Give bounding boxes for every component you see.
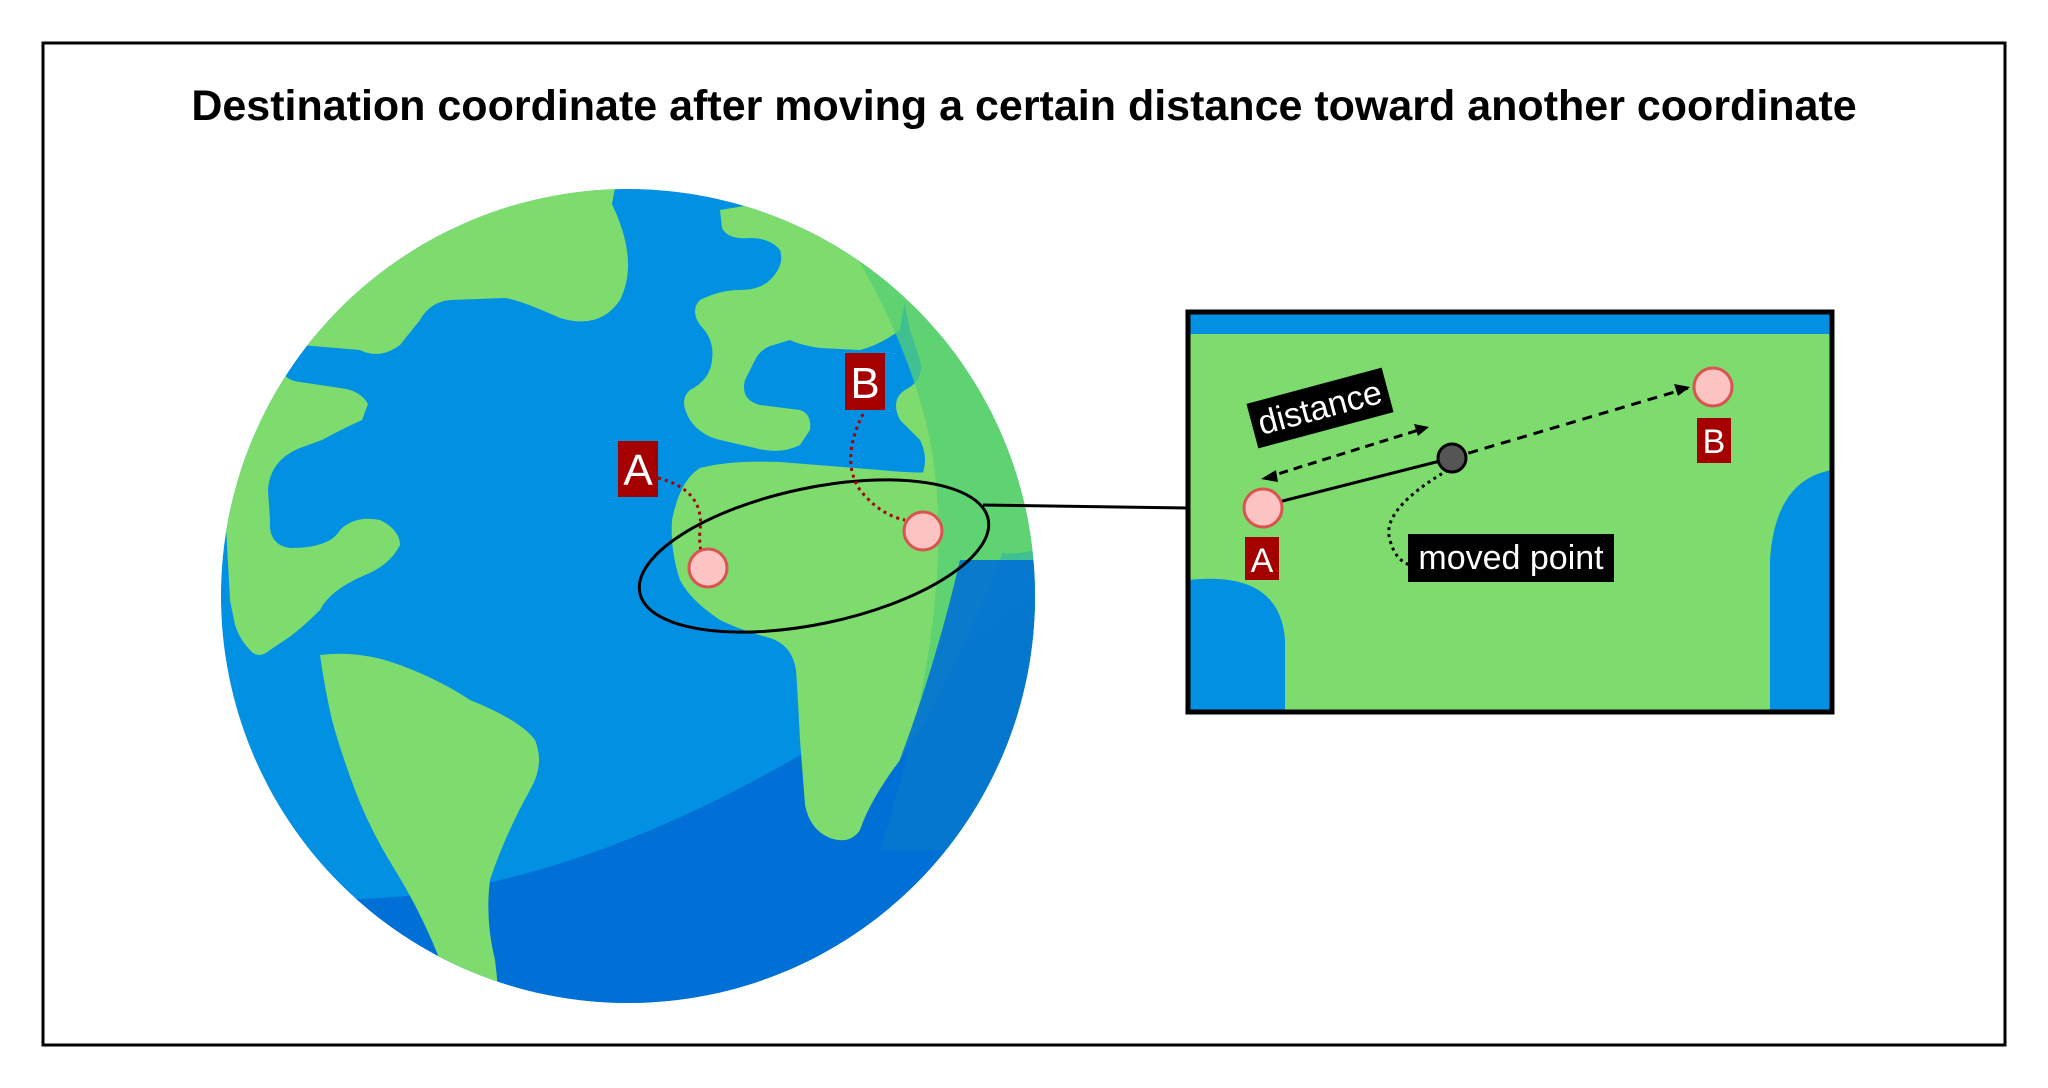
land-africa bbox=[671, 461, 1005, 841]
distance-arrowhead-left bbox=[1261, 470, 1278, 482]
land-south-america bbox=[320, 653, 539, 1003]
inset-point-a bbox=[1242, 487, 1284, 529]
diagram-title: Destination coordinate after moving a ce… bbox=[191, 82, 1856, 130]
moved-point-tag-text: moved point bbox=[1418, 539, 1604, 577]
inset-tag-a: A bbox=[1245, 537, 1279, 580]
leader-b bbox=[849, 413, 906, 522]
land-greenland bbox=[468, 189, 620, 262]
globe-point-a bbox=[687, 547, 729, 589]
distance-arrow bbox=[1264, 426, 1426, 480]
inset-ocean-right bbox=[1770, 470, 1832, 712]
path-a-to-moved bbox=[1262, 456, 1453, 508]
globe-tag-a-text: A bbox=[623, 446, 653, 495]
moved-point-tag: moved point bbox=[1408, 534, 1614, 582]
inset-ocean-top bbox=[1188, 312, 1832, 334]
leader-a bbox=[657, 476, 710, 567]
globe-point-b bbox=[902, 510, 944, 552]
globe-tag-a: A bbox=[618, 441, 658, 497]
distance-arrowhead-right bbox=[1414, 424, 1429, 436]
arrowhead-b bbox=[1674, 384, 1690, 396]
inset-point-b bbox=[1692, 366, 1734, 408]
path-moved-to-b bbox=[1451, 386, 1689, 460]
inset-frame bbox=[1185, 309, 1835, 715]
moved-point-pointer bbox=[1387, 468, 1449, 567]
inset-ocean-left bbox=[1188, 578, 1285, 712]
inset-tag-a-text: A bbox=[1251, 542, 1274, 580]
inset-tag-b-text: B bbox=[1703, 423, 1726, 461]
highlight-ellipse bbox=[637, 478, 991, 634]
inset-panel: distance A B moved point bbox=[1185, 309, 1835, 715]
connector-line bbox=[982, 503, 1189, 510]
globe-tag-b-text: B bbox=[850, 359, 879, 408]
inset-moved-point bbox=[1436, 442, 1468, 474]
inset-tag-b: B bbox=[1697, 418, 1731, 463]
globe-tag-b: B bbox=[845, 353, 885, 410]
